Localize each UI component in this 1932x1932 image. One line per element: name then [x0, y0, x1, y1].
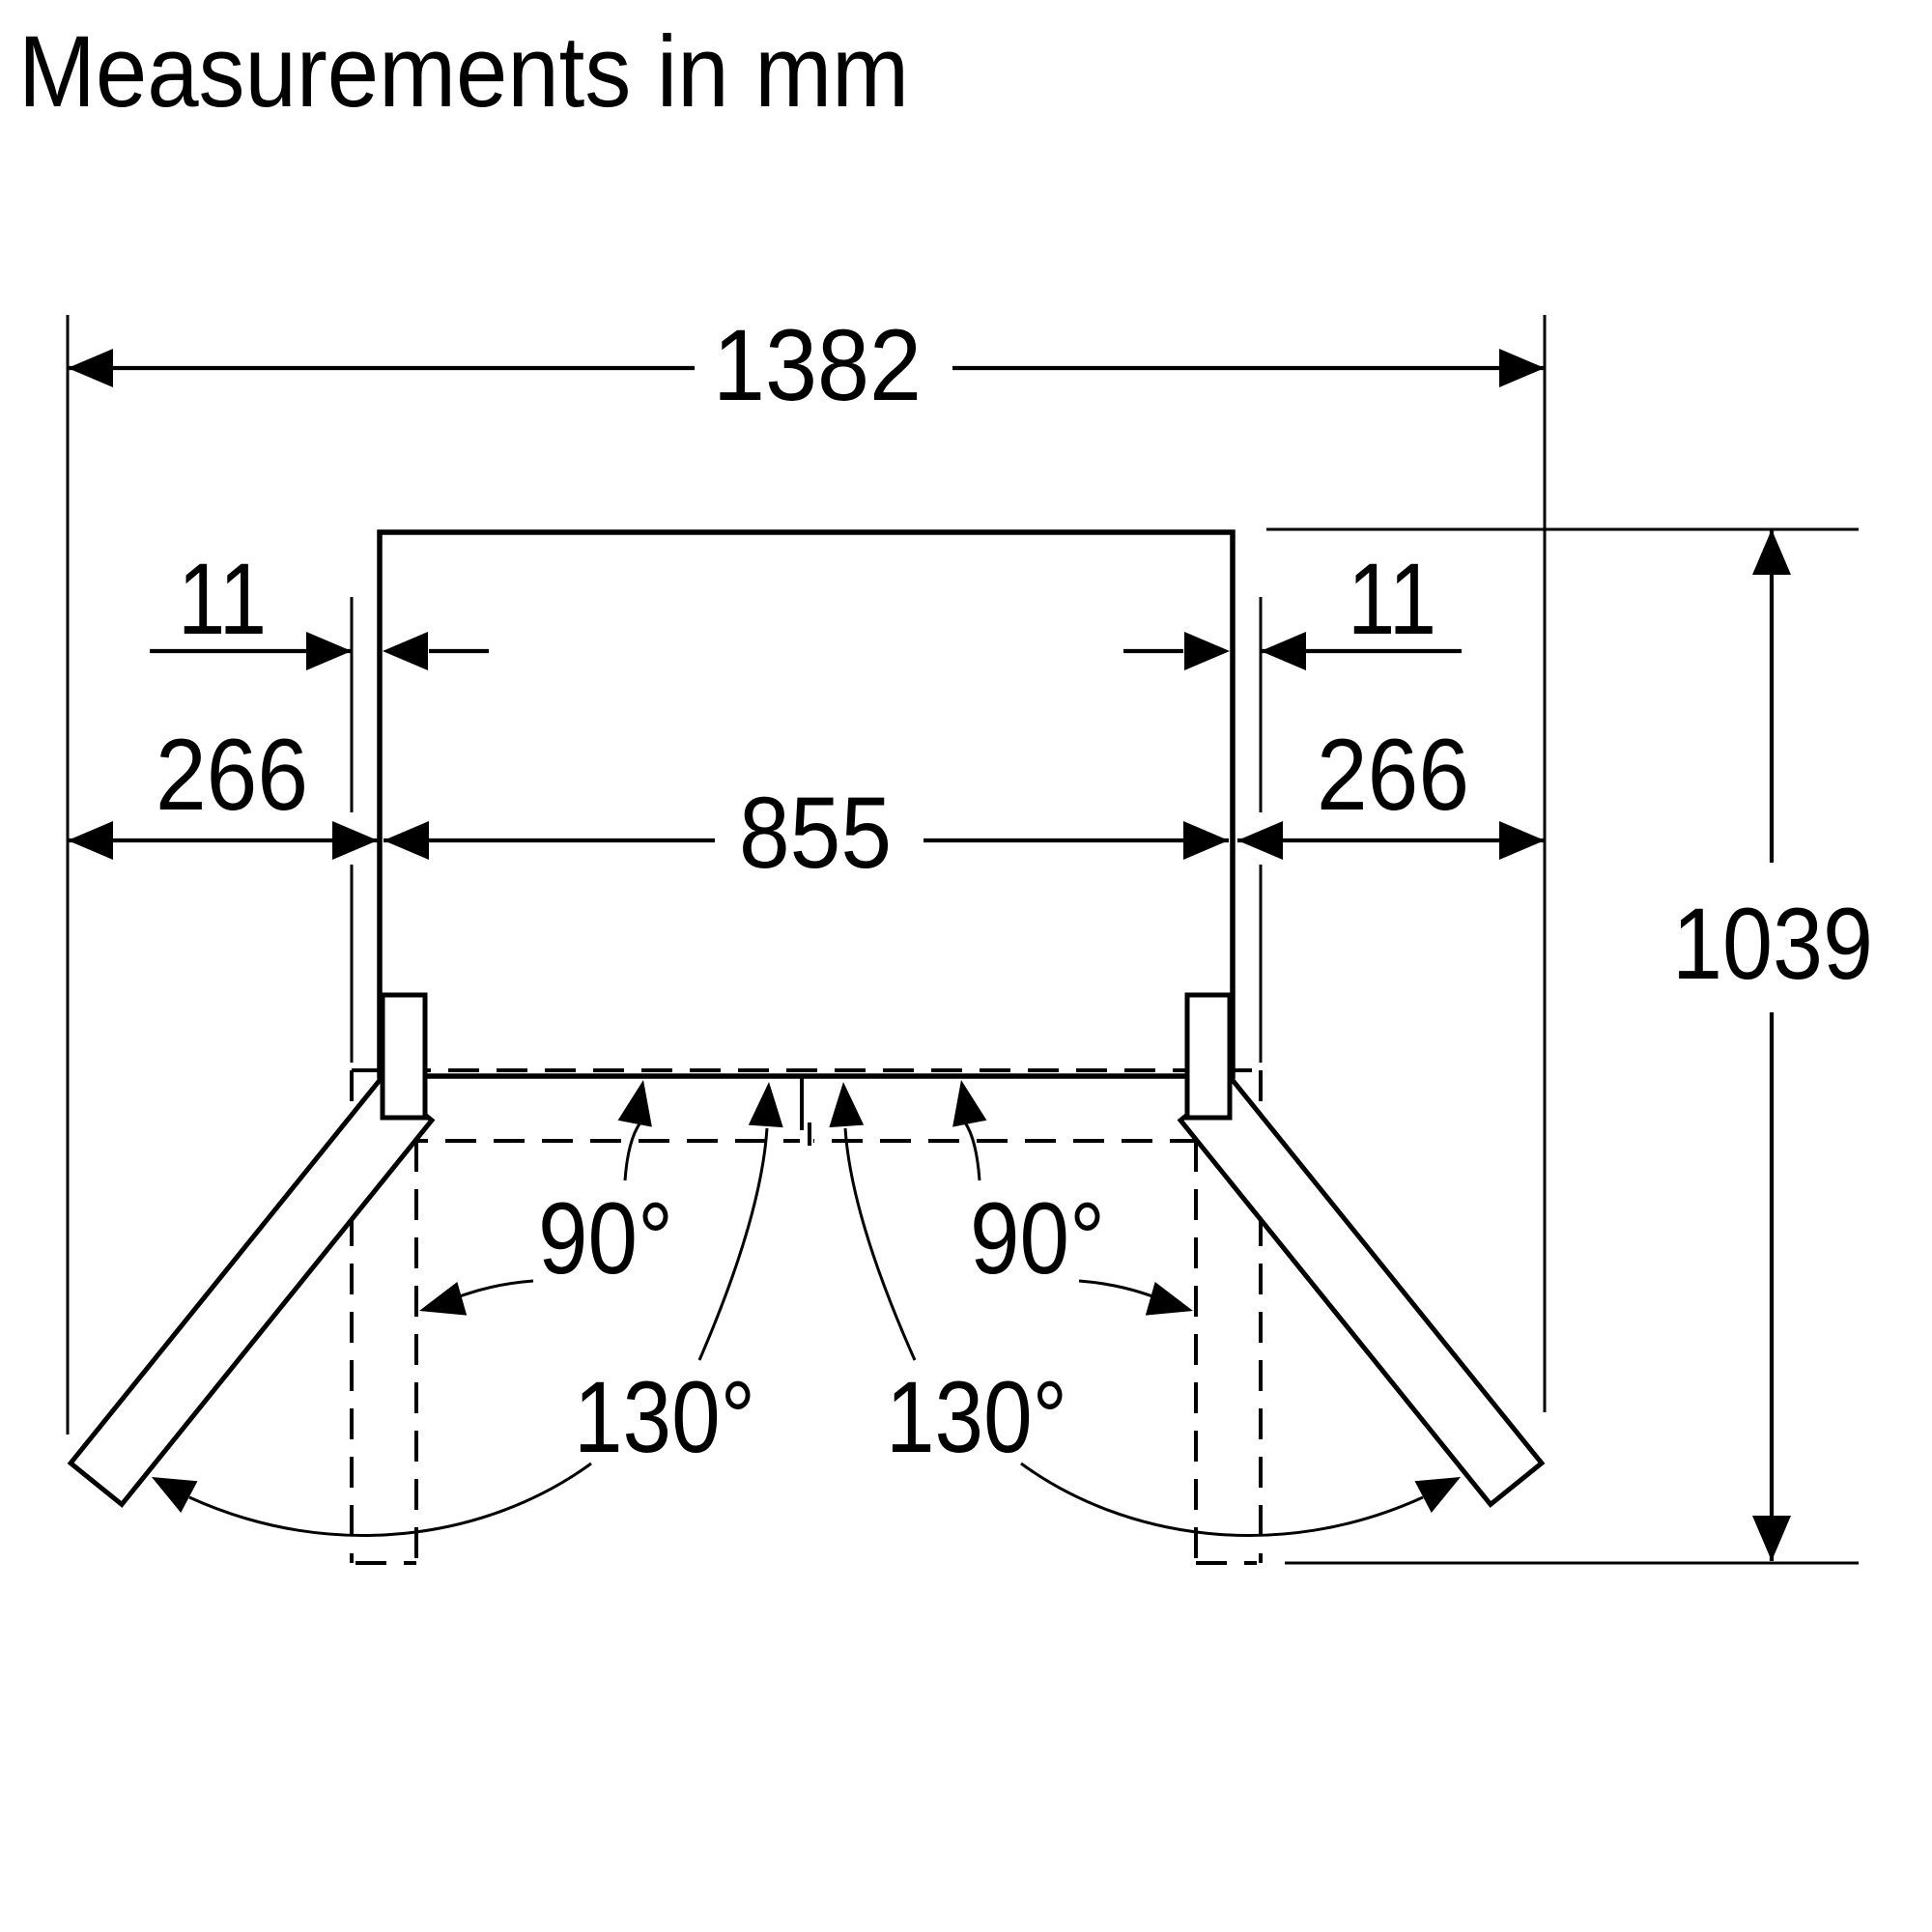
svg-text:1382: 1382 — [713, 309, 922, 422]
svg-text:855: 855 — [739, 777, 892, 890]
svg-text:90°: 90° — [538, 1182, 673, 1295]
svg-text:1039: 1039 — [1672, 888, 1873, 1001]
svg-text:266: 266 — [156, 719, 308, 832]
svg-text:11: 11 — [178, 543, 267, 656]
svg-text:130°: 130° — [886, 1361, 1067, 1474]
svg-text:130°: 130° — [574, 1361, 755, 1474]
svg-text:266: 266 — [1317, 719, 1469, 832]
svg-text:90°: 90° — [970, 1182, 1105, 1295]
svg-text:11: 11 — [1348, 543, 1436, 656]
svg-text:Measurements in mm: Measurements in mm — [18, 15, 909, 128]
